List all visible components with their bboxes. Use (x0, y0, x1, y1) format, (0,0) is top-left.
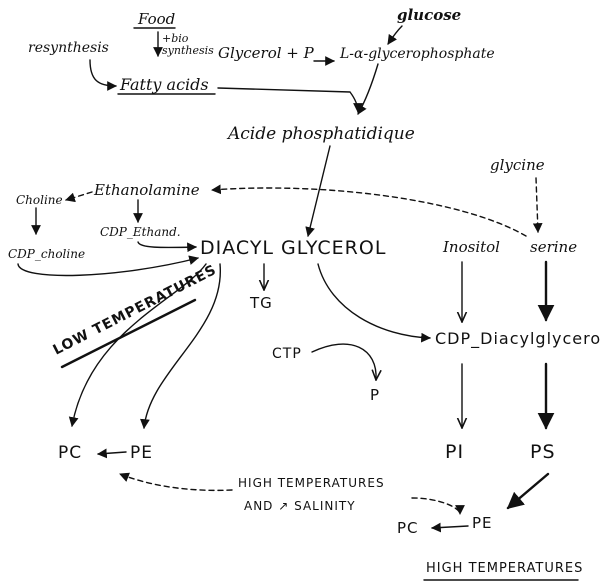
arrow-glycerophosphate-to-acide (357, 63, 379, 115)
arrow-pe-to-pc-right (431, 522, 469, 533)
label-bio: +bio (162, 32, 189, 45)
arrow-ethanolamine-to-choline (65, 191, 93, 203)
label-cdp-choline: CDP_choline (8, 247, 85, 261)
label-food: Food (137, 10, 175, 28)
label-ethanolamine: Ethanolamine (93, 181, 200, 199)
label-diacyl-glycerol: DIACYL GLYCEROL (200, 237, 386, 259)
arrow-resynthesis-to-fatty-acids (89, 59, 117, 91)
arrow-acide-to-diacyl (305, 145, 331, 237)
arrow-ps-to-pe-right (506, 472, 550, 510)
label-cdp-ethanol: CDP_Ethand. (100, 225, 181, 239)
label-glycerol-p: Glycerol + P (218, 44, 315, 62)
label-cdp-diacylglycerol: CDP_Diacylglycerol (435, 329, 600, 349)
label-fatty-acids: Fatty acids (119, 75, 209, 94)
label-glycine: glycine (490, 156, 545, 174)
arrow-cdp-choline-to-diacyl (17, 255, 199, 277)
label-ps: PS (530, 441, 556, 463)
arrow-salinity-to-pc-right (411, 497, 465, 515)
arrow-fatty-acids-to-acide (217, 87, 363, 113)
arrow-diacyl-to-pe (140, 263, 221, 429)
arrow-salinity-to-pc-left (119, 472, 233, 492)
label-high-temp-salinity-2: AND ↗ SALINITY (244, 499, 356, 513)
arrow-serine-to-ethanolamine (211, 184, 527, 237)
label-pi: PI (445, 441, 464, 463)
label-p: P (370, 386, 380, 404)
arrow-glucose-to-glycerophosphate (387, 25, 403, 45)
label-ctp: CTP (272, 346, 302, 362)
arrow-diacyl-to-pc (68, 263, 207, 427)
label-resynthesis: resynthesis (28, 40, 109, 56)
label-high-temperatures: HIGH TEMPERATURES (426, 561, 583, 576)
label-pe-left: PE (130, 443, 153, 463)
arrow-diacyl-to-cdp-diacylglycerol (317, 263, 431, 343)
label-pe-right: PE (472, 514, 493, 532)
label-synthesis: synthesis (162, 44, 214, 57)
label-pc-left: PC (58, 443, 82, 463)
arrow-cdp-ethanol-to-diacyl (137, 241, 197, 253)
label-inositol: Inositol (442, 238, 500, 256)
label-high-temp-salinity-1: HIGH TEMPERATURES (238, 476, 385, 490)
underline-low-temperatures (60, 298, 197, 369)
label-pc-right: PC (397, 519, 419, 537)
label-tg: TG (249, 294, 273, 312)
arrow-glycine-to-serine (532, 177, 543, 233)
label-acide-phosphatidique: Acide phosphatidique (226, 124, 415, 144)
arrow-pe-to-pc-left (97, 448, 127, 459)
label-choline: Choline (16, 193, 63, 207)
label-serine: serine (530, 238, 577, 256)
arrow-ctp-to-p (311, 343, 376, 380)
label-l-glycerophosphate: L-α-glycerophosphate (339, 46, 495, 62)
label-glucose: glucose (397, 6, 461, 24)
